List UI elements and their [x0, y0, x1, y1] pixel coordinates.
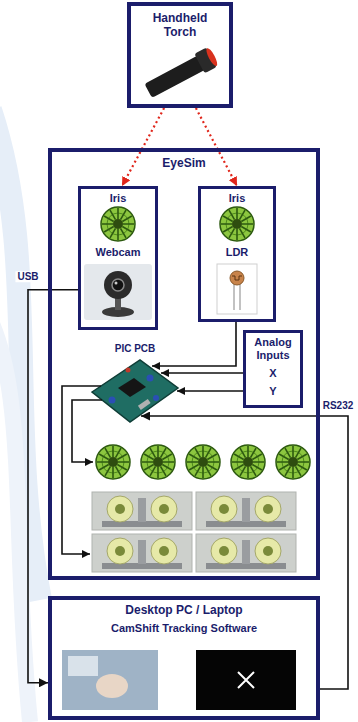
screenshots: [196, 650, 296, 710]
screenshots: [68, 656, 98, 676]
webcam-picture: [104, 271, 132, 299]
webcam-picture: [112, 279, 124, 291]
pcb-picture: [147, 375, 154, 382]
mechanism-photos: [196, 492, 296, 530]
signal-wires: [62, 386, 101, 554]
pc-box: Desktop PC / LaptopCamShift Tracking Sof…: [48, 596, 320, 720]
part-label: PIC PCB: [113, 343, 158, 355]
screenshots: [238, 672, 254, 688]
torch-picture: [143, 46, 220, 101]
box-heading: EyeSim: [55, 157, 313, 171]
signal-label: USB: [15, 271, 40, 283]
background-swoosh: [0, 300, 30, 722]
screenshots: [62, 650, 296, 710]
signal-wires: [62, 322, 246, 554]
signal-wires: [72, 400, 102, 462]
torch-box: Handheld Torch: [127, 2, 233, 108]
screenshots: [62, 650, 158, 710]
iris-row: [276, 445, 310, 479]
cable-connector: [28, 290, 78, 683]
mechanism-photos: [92, 492, 296, 572]
box-text: CamShift Tracking Software: [55, 622, 313, 635]
pcb-picture: [92, 360, 178, 422]
pcb-picture: [92, 360, 178, 422]
box-text: LDR: [204, 246, 270, 259]
webcam-picture: [84, 264, 152, 320]
box-text: X: [252, 367, 294, 380]
iris-row: [141, 445, 175, 479]
pcb-picture: [126, 368, 131, 373]
webcam-box: IrisWebcam: [78, 186, 158, 330]
background-swoosh: [0, 110, 40, 722]
torch-picture: [204, 47, 219, 67]
iris-row: [186, 445, 220, 479]
box-heading: Iris: [84, 192, 152, 205]
box-heading: Desktop PC / Laptop: [55, 604, 313, 618]
iris-row: [231, 445, 265, 479]
ldr-picture: [217, 264, 257, 314]
pcb-picture: [109, 397, 116, 404]
box-text: Y: [252, 385, 294, 398]
ldr-box: IrisLDR: [198, 186, 276, 322]
eyesim-box: EyeSimIrisWebcamIrisLDRAnalog InputsXY: [48, 148, 320, 580]
ldr-picture: [230, 271, 244, 285]
illustration: [101, 207, 135, 241]
box-heading: Analog Inputs: [249, 336, 297, 361]
webcam-picture: [84, 264, 152, 320]
pcb-picture: [138, 399, 151, 410]
box-heading: Handheld Torch: [144, 12, 216, 40]
ldr-picture: [232, 276, 242, 280]
iris-row: [96, 445, 310, 479]
analog-inputs-box: Analog InputsXY: [243, 330, 303, 408]
webcam-picture: [115, 282, 118, 285]
light-beam-arrow: [196, 108, 237, 186]
signal-wires: [161, 372, 246, 374]
mechanism-photos: [92, 534, 192, 572]
ldr-picture: [239, 282, 240, 310]
light-beam-arrow: [122, 108, 164, 186]
ldr-picture: [217, 264, 257, 314]
box-text: Webcam: [84, 246, 152, 259]
torch-picture: [144, 56, 204, 98]
mechanism-photos: [196, 534, 296, 572]
signal-label: RS232: [321, 400, 356, 412]
signal-wires: [152, 322, 236, 366]
iris-row: [96, 445, 130, 479]
box-heading: Iris: [204, 192, 270, 205]
illustration: [220, 207, 254, 241]
pcb-picture: [153, 395, 159, 401]
signal-wires: [177, 390, 246, 392]
mechanism-photos: [92, 492, 192, 530]
pcb-picture: [118, 378, 146, 397]
screenshots: [96, 674, 128, 698]
ldr-picture: [233, 282, 234, 310]
connector-layer: [28, 108, 348, 689]
